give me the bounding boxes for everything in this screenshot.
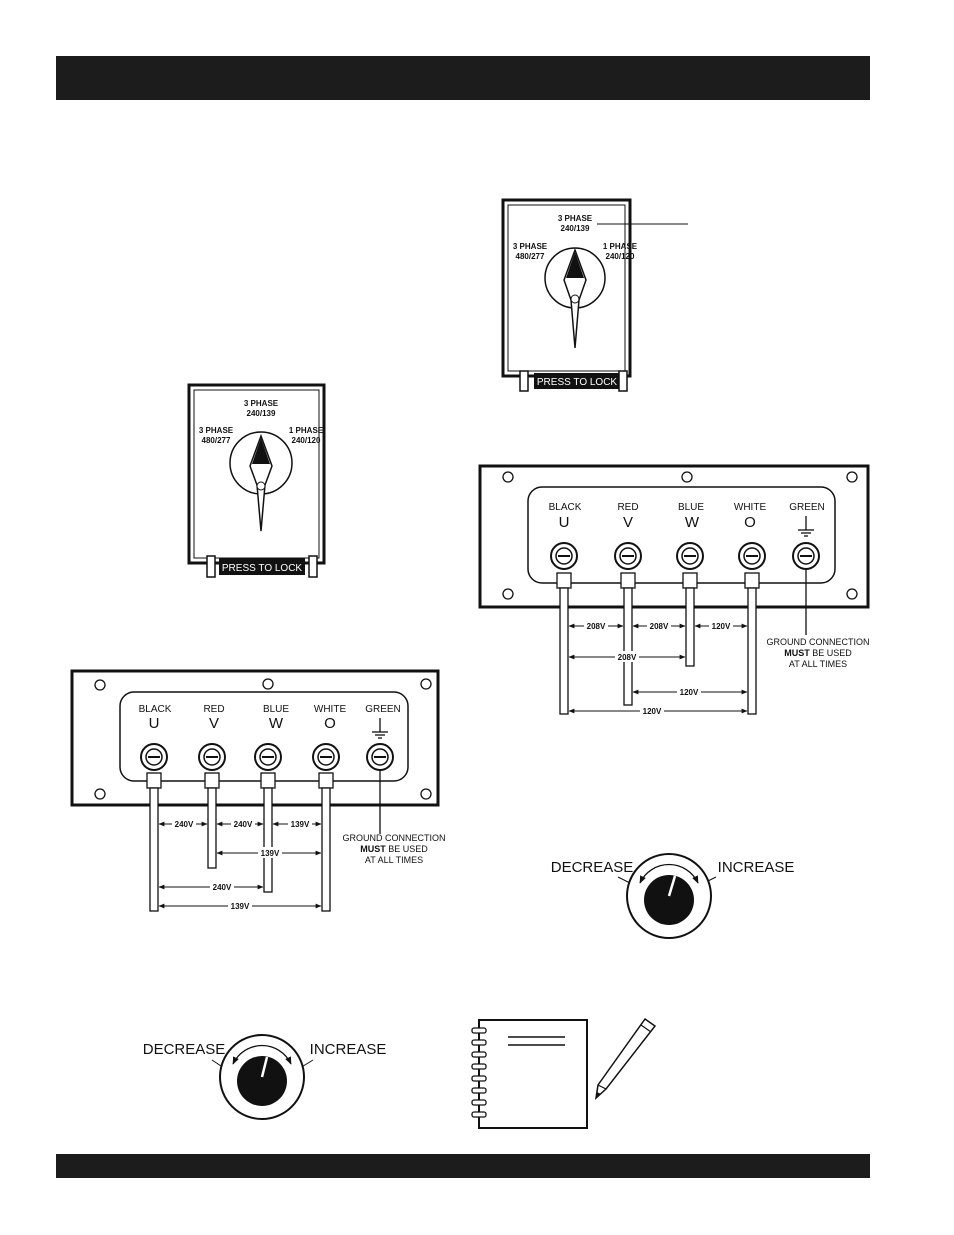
press-to-lock-button[interactable]: PRESS TO LOCK bbox=[537, 377, 618, 388]
terminal-letter-u: U bbox=[149, 715, 160, 732]
terminal-letter-o: O bbox=[324, 715, 336, 732]
terminal-letter-v: V bbox=[209, 715, 219, 732]
terminal-color-red: RED bbox=[203, 704, 224, 715]
label-3phase-480-277-value: 480/277 bbox=[516, 252, 545, 261]
label-3phase-480-277: 3 PHASE bbox=[513, 242, 548, 251]
voltage-v-w: 208V bbox=[650, 622, 669, 631]
ground-note-line1: GROUND CONNECTION bbox=[767, 637, 870, 647]
voltage-v-w: 240V bbox=[234, 820, 253, 829]
label-1phase-240-120: 1 PHASE bbox=[603, 242, 638, 251]
terminal-board-right: BLACK RED BLUE WHITE GREEN U V W O bbox=[478, 464, 870, 716]
press-to-lock-button[interactable]: PRESS TO LOCK bbox=[222, 563, 303, 574]
voltage-v-o: 120V bbox=[680, 688, 699, 697]
label-3phase-240-139-value: 240/139 bbox=[561, 224, 590, 233]
terminal-color-blue: BLUE bbox=[678, 502, 704, 513]
voltage-v-o: 139V bbox=[261, 849, 280, 858]
voltage-w-o: 139V bbox=[291, 820, 310, 829]
terminal-color-black: BLACK bbox=[549, 502, 582, 513]
terminal-lug-icon bbox=[140, 743, 394, 771]
knob-dial[interactable] bbox=[237, 1056, 287, 1106]
ground-symbol-icon bbox=[372, 718, 388, 739]
terminal-letter-w: W bbox=[685, 514, 700, 531]
ground-note-line2: MUST BE USED bbox=[360, 844, 428, 854]
terminal-color-blue: BLUE bbox=[263, 704, 289, 715]
ground-note-line3: AT ALL TIMES bbox=[789, 659, 847, 669]
terminal-color-black: BLACK bbox=[139, 704, 172, 715]
ground-note-line1: GROUND CONNECTION bbox=[343, 833, 446, 843]
footer-bar bbox=[56, 1154, 870, 1178]
knob-decrease-label: DECREASE bbox=[143, 1041, 226, 1058]
knob-dial[interactable] bbox=[644, 875, 694, 925]
label-3phase-240-139: 3 PHASE bbox=[244, 399, 279, 408]
voltage-adjust-knob-left: DECREASE INCREASE bbox=[143, 1034, 387, 1120]
notebook-icon bbox=[471, 1019, 588, 1129]
voltage-u-o: 139V bbox=[231, 902, 250, 911]
label-3phase-480-277: 3 PHASE bbox=[199, 426, 234, 435]
terminal-color-red: RED bbox=[617, 502, 638, 513]
pencil-icon bbox=[594, 1017, 657, 1100]
ground-note-line2: MUST BE USED bbox=[784, 648, 852, 658]
voltage-u-v: 240V bbox=[175, 820, 194, 829]
label-3phase-240-139: 3 PHASE bbox=[558, 214, 593, 223]
terminal-letter-u: U bbox=[559, 514, 570, 531]
ground-note-line3: AT ALL TIMES bbox=[365, 855, 423, 865]
voltage-u-o: 120V bbox=[643, 707, 662, 716]
terminal-color-green: GREEN bbox=[789, 502, 825, 513]
terminal-letter-w: W bbox=[269, 715, 284, 732]
label-3phase-480-277-value: 480/277 bbox=[202, 436, 231, 445]
voltage-adjust-knob-right: DECREASE INCREASE bbox=[551, 853, 795, 939]
terminal-lug-icon bbox=[550, 542, 820, 570]
selector-switch-right: 3 PHASE 240/139 3 PHASE 480/277 1 PHASE … bbox=[501, 198, 688, 392]
header-bar bbox=[56, 56, 870, 100]
voltage-w-o: 120V bbox=[712, 622, 731, 631]
terminal-letter-v: V bbox=[623, 514, 633, 531]
label-1phase-240-120-value: 240/120 bbox=[606, 252, 635, 261]
terminal-color-white: WHITE bbox=[314, 704, 347, 715]
ground-symbol-icon bbox=[798, 516, 814, 537]
label-3phase-240-139-value: 240/139 bbox=[247, 409, 276, 418]
knob-decrease-label: DECREASE bbox=[551, 859, 634, 876]
terminal-letter-o: O bbox=[744, 514, 756, 531]
terminal-color-green: GREEN bbox=[365, 704, 401, 715]
selector-switch-left: 3 PHASE 240/139 3 PHASE 480/277 1 PHASE … bbox=[187, 383, 326, 578]
voltage-u-w: 208V bbox=[618, 653, 637, 662]
terminal-board-left: BLACK RED BLUE WHITE GREEN U V W O bbox=[70, 669, 446, 912]
terminal-color-white: WHITE bbox=[734, 502, 767, 513]
voltage-u-v: 208V bbox=[587, 622, 606, 631]
knob-increase-label: INCREASE bbox=[310, 1041, 387, 1058]
label-1phase-240-120: 1 PHASE bbox=[289, 426, 324, 435]
knob-increase-label: INCREASE bbox=[718, 859, 795, 876]
voltage-u-w: 240V bbox=[213, 883, 232, 892]
label-1phase-240-120-value: 240/120 bbox=[292, 436, 321, 445]
